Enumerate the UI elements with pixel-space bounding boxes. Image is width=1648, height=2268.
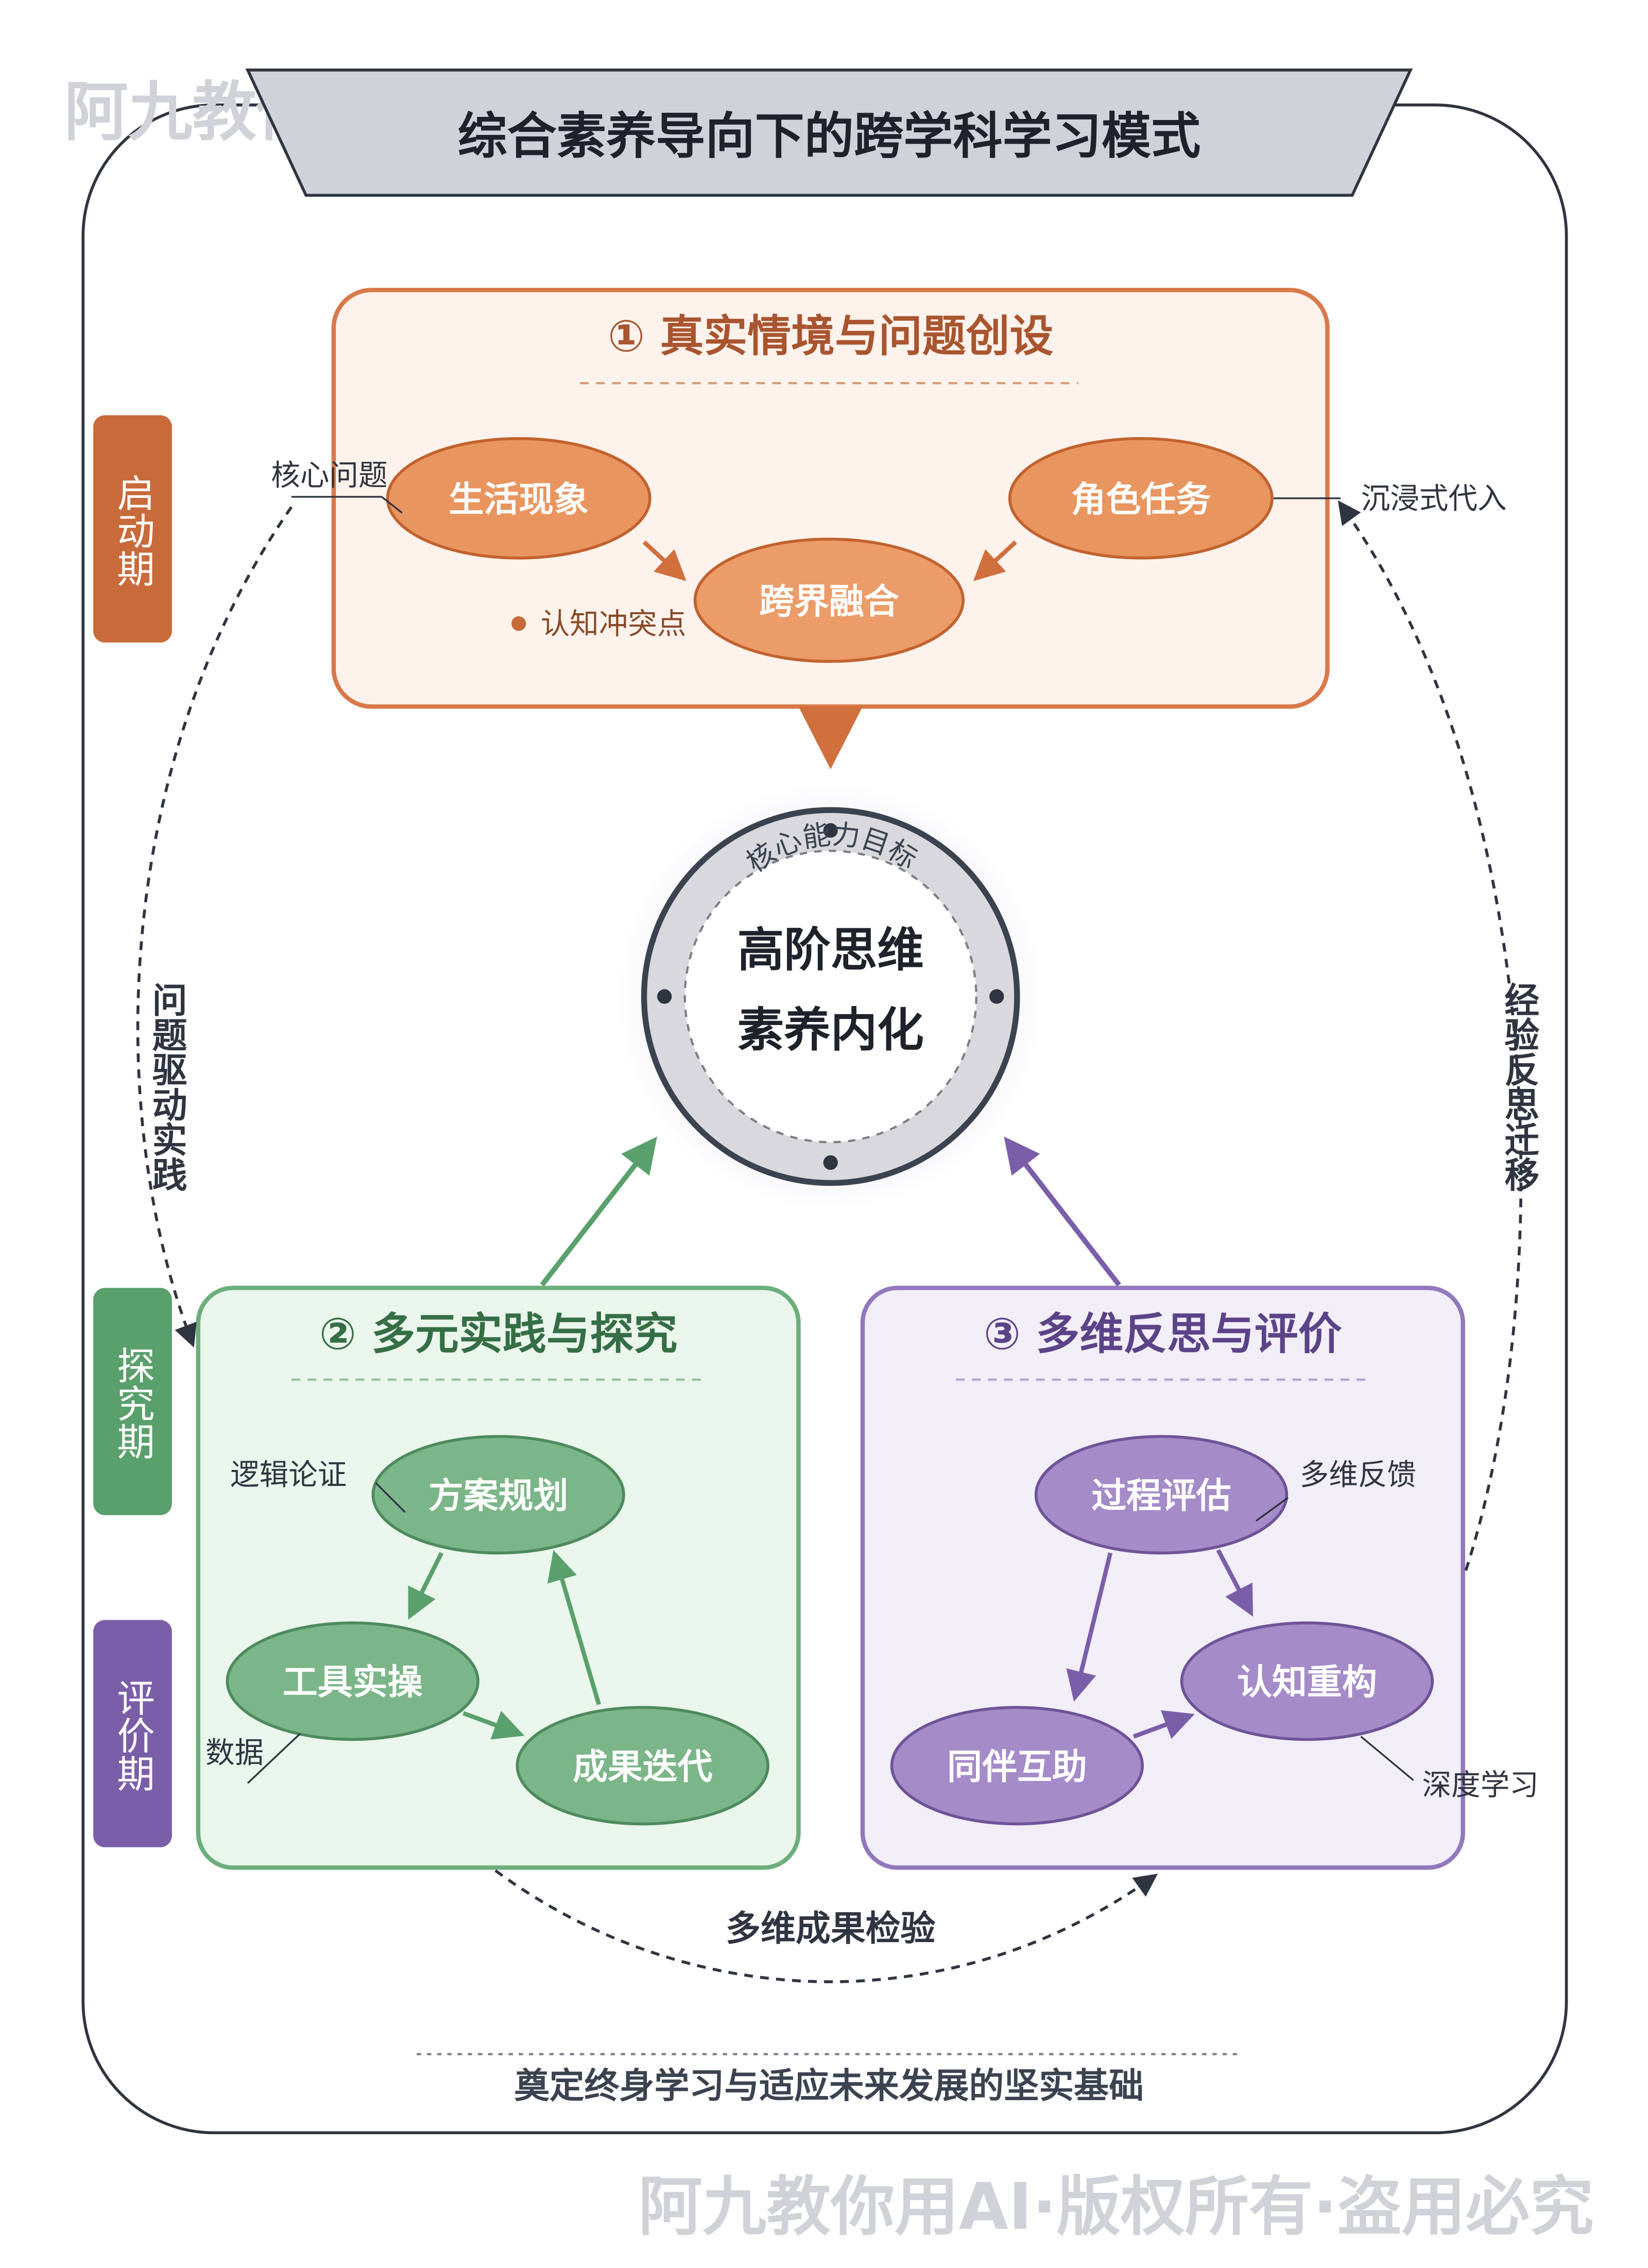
section1-title: ① 真实情境与问题创设 <box>608 311 1053 362</box>
node-reconstruct <box>1180 1621 1434 1741</box>
note-conflict: 认知冲突点 <box>541 607 686 641</box>
node-reconstruct-label: 认知重构 <box>1237 1663 1377 1703</box>
note-feedback: 多维反馈 <box>1300 1458 1416 1492</box>
watermark-bottom: 阿九教你用AI·版权所有·盗用必究 <box>638 2170 1594 2244</box>
bullet-conflict <box>511 616 526 631</box>
note-logic: 逻辑论证 <box>230 1458 347 1492</box>
phase-label-evaluate: 评价期 <box>111 1678 154 1792</box>
arrow-plan-to-tool <box>408 1552 444 1620</box>
ring-dot-right <box>989 989 1004 1004</box>
flow-left-label: 问题驱动实践 <box>146 982 187 1191</box>
ring-dot-bottom <box>823 1155 838 1170</box>
arrow-tool-to-iterate <box>462 1710 525 1740</box>
arrow-role-to-fusion <box>973 540 1017 581</box>
node-process-label: 过程评估 <box>1091 1476 1231 1517</box>
leader-data <box>247 1733 301 1784</box>
arrow-peer-to-reconstruct <box>1132 1710 1195 1739</box>
note-core-question: 核心问题 <box>271 458 387 492</box>
center-core <box>684 851 976 1142</box>
arrow-reflection-to-center <box>1004 1136 1121 1287</box>
node-cross-fusion-label: 跨界融合 <box>759 581 899 622</box>
flow-left-dashed <box>136 506 293 1348</box>
node-role-task-label: 角色任务 <box>1071 479 1211 520</box>
title-banner <box>245 68 1413 197</box>
note-deep: 深度学习 <box>1422 1768 1538 1802</box>
node-plan <box>371 1435 625 1555</box>
node-plan-label: 方案规划 <box>428 1476 569 1517</box>
flow-bottom-dashed <box>494 1869 1158 1983</box>
leader-logic <box>375 1482 406 1513</box>
leader-feedback <box>1255 1497 1289 1522</box>
ring-dot-left <box>657 989 672 1004</box>
node-tool <box>226 1621 479 1741</box>
node-cross-fusion <box>693 538 965 663</box>
node-iterate-label: 成果迭代 <box>573 1747 713 1788</box>
section3-title: ③ 多维反思与评价 <box>984 1309 1342 1360</box>
center-line1: 高阶思维 <box>737 923 924 977</box>
section2-title: ② 多元实践与探究 <box>319 1309 678 1360</box>
phase-tab-evaluate <box>93 1620 172 1847</box>
flow-right-label: 经验反思迁移 <box>1498 982 1539 1192</box>
arrow-iterate-to-plan <box>547 1550 601 1705</box>
node-iterate <box>516 1706 769 1826</box>
arrow-practice-to-center <box>540 1136 658 1287</box>
leader-deep <box>1360 1736 1414 1781</box>
center-line2: 素养内化 <box>737 1003 924 1058</box>
footer-text: 奠定终身学习与适应未来发展的坚实基础 <box>514 2066 1144 2106</box>
note-data: 数据 <box>205 1736 264 1770</box>
flow-bottom-label: 多维成果检验 <box>726 1909 935 1949</box>
phase-tab-start <box>93 415 172 643</box>
page-title: 综合素养导向下的跨学科学习模式 <box>457 107 1200 165</box>
arrow-process-to-reconstruct <box>1216 1549 1254 1617</box>
node-tool-label: 工具实操 <box>283 1663 423 1703</box>
arrow-process-to-peer <box>1066 1552 1113 1702</box>
phase-label-start: 启动期 <box>111 474 154 587</box>
node-peer <box>890 1706 1144 1826</box>
node-life-phenomena-label: 生活现象 <box>449 479 589 520</box>
center-dashed-ring <box>683 850 977 1144</box>
phase-label-explore: 探究期 <box>111 1346 154 1460</box>
phase-tab-explore <box>93 1288 172 1515</box>
node-process <box>1034 1435 1289 1555</box>
node-life-phenomena <box>386 437 651 560</box>
node-peer-label: 同伴互助 <box>947 1747 1087 1788</box>
section1-pointer <box>798 706 863 770</box>
arrow-life-to-fusion <box>642 540 686 581</box>
flow-right-dashed <box>1337 500 1523 1571</box>
ring-dot-top <box>823 823 838 838</box>
node-role-task <box>1008 437 1274 560</box>
note-immersive: 沉浸式代入 <box>1361 482 1507 516</box>
